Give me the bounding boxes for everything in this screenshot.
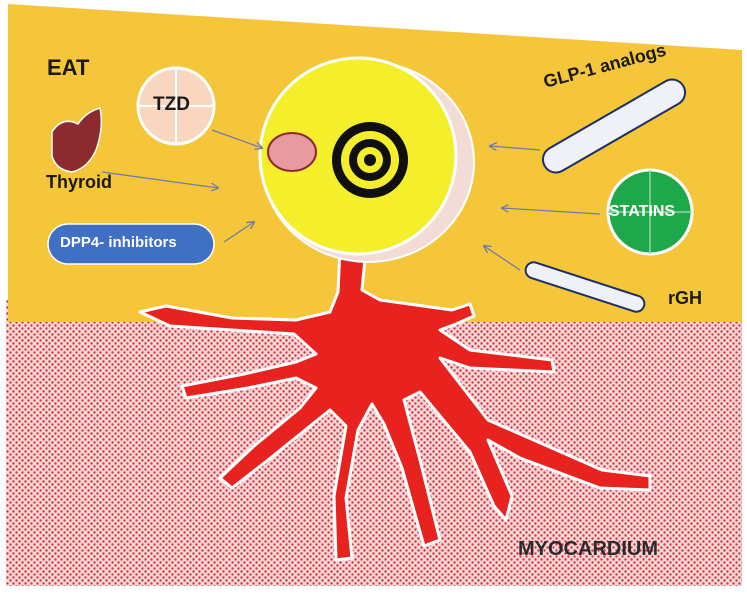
thyroid-label: Thyroid xyxy=(46,172,112,193)
statins-label: STATINS xyxy=(609,203,675,221)
rgh-label: rGH xyxy=(668,288,702,309)
myocardium-label: MYOCARDIUM xyxy=(518,538,658,561)
dpp4-label: DPP4- inhibitors xyxy=(60,234,177,251)
eat-label: EAT xyxy=(47,55,89,81)
tzd-label: TZD xyxy=(153,94,190,116)
